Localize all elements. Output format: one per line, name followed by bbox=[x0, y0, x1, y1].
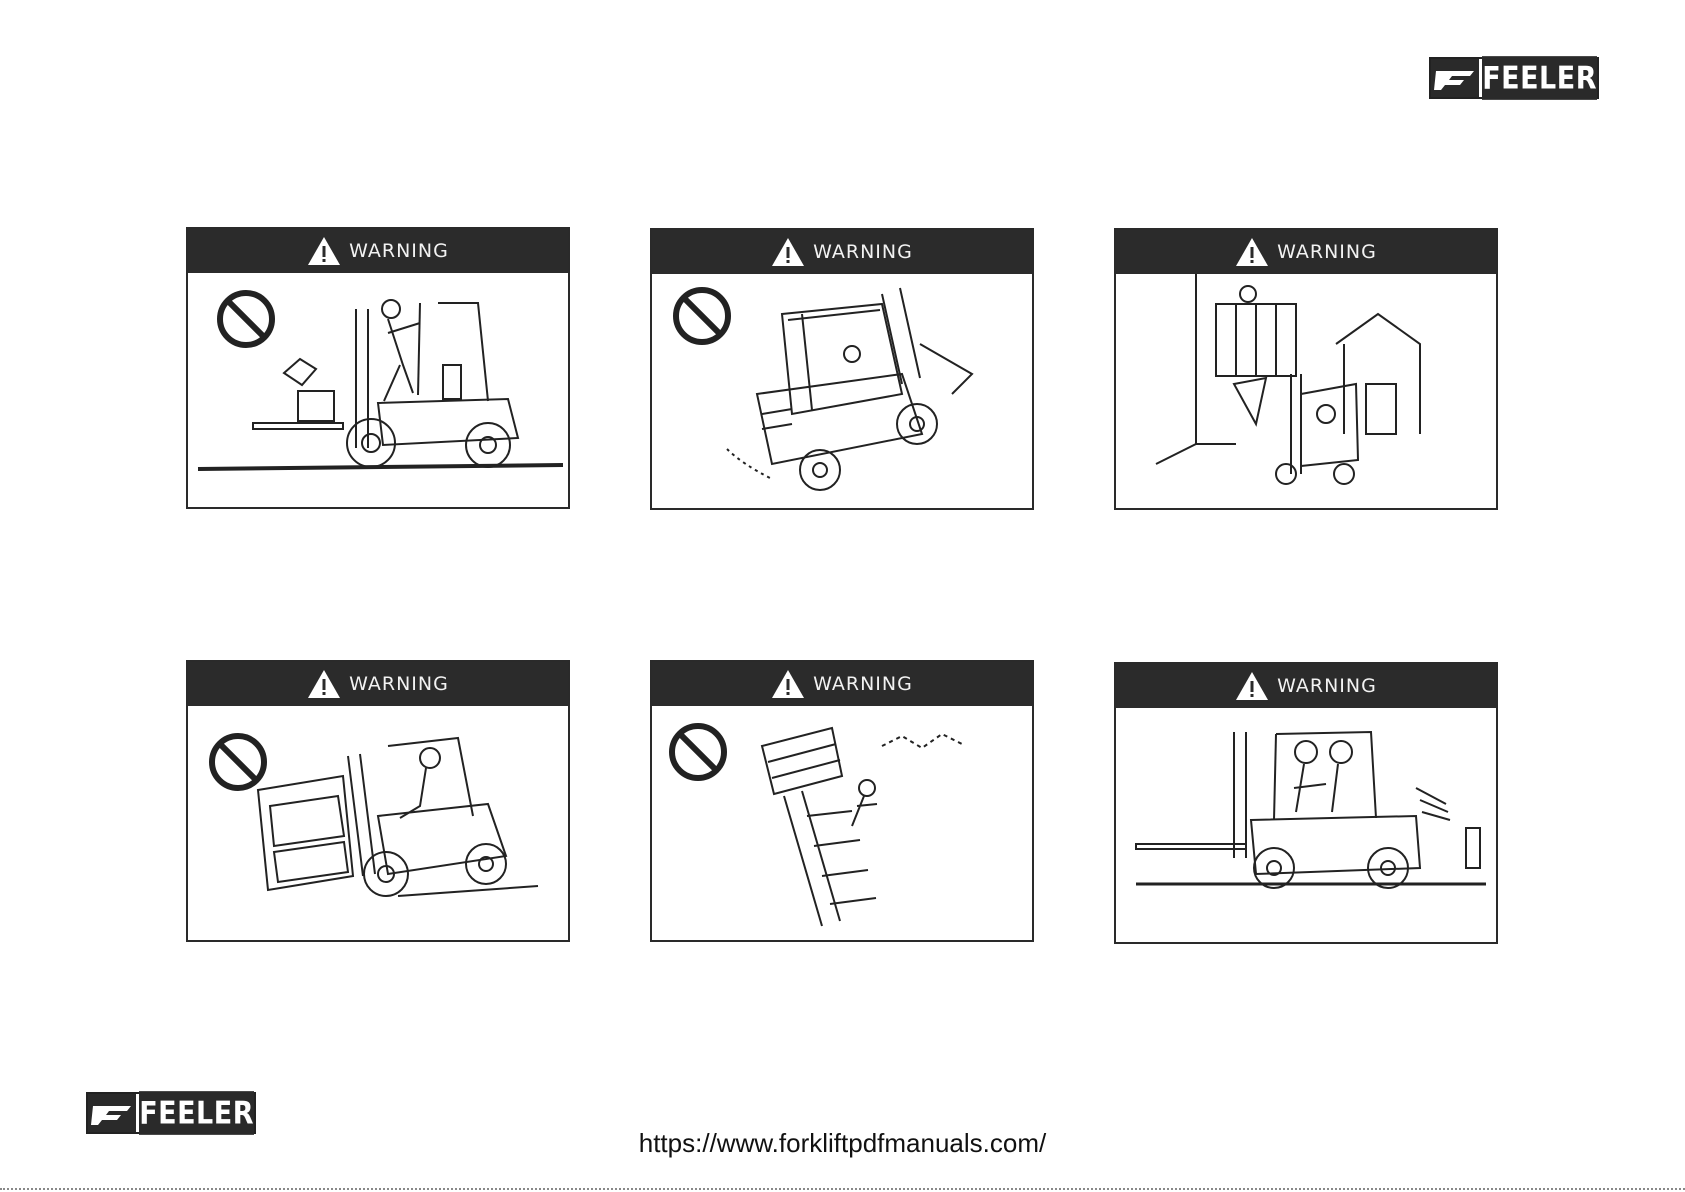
warning-panel-overload: WARNING bbox=[186, 660, 570, 942]
brand-mark-icon bbox=[88, 1094, 136, 1132]
prohibition-sign-icon bbox=[672, 726, 724, 778]
warning-triangle-icon bbox=[307, 669, 341, 699]
warning-label: WARNING bbox=[349, 673, 449, 695]
page-bottom-divider bbox=[0, 1188, 1685, 1190]
warning-label: WARNING bbox=[1277, 241, 1377, 263]
forklift-illustration bbox=[652, 706, 1032, 940]
warning-triangle-icon bbox=[307, 236, 341, 266]
forklift-illustration bbox=[1116, 708, 1496, 942]
warning-triangle-icon bbox=[771, 669, 805, 699]
warning-panel-tipping-mast: WARNING bbox=[650, 660, 1034, 942]
warning-header: WARNING bbox=[188, 662, 568, 706]
prohibition-sign-icon bbox=[676, 290, 728, 342]
warning-panel-no-riding-forks: WARNING bbox=[186, 227, 570, 509]
forklift-illustration bbox=[188, 706, 568, 940]
warning-header: WARNING bbox=[1116, 664, 1496, 708]
warning-header: WARNING bbox=[1116, 230, 1496, 274]
warning-label: WARNING bbox=[813, 673, 913, 695]
brand-mark-icon bbox=[1431, 59, 1479, 97]
warning-header: WARNING bbox=[188, 229, 568, 273]
warning-header: WARNING bbox=[652, 230, 1032, 274]
forklift-illustration bbox=[188, 273, 568, 507]
footer-url-link[interactable]: https://www.forkliftpdfmanuals.com/ bbox=[0, 1128, 1685, 1159]
warning-panel-lifting-person: WARNING bbox=[1114, 228, 1498, 510]
warning-label: WARNING bbox=[1277, 675, 1377, 697]
warning-triangle-icon bbox=[1235, 237, 1269, 267]
warning-triangle-icon bbox=[1235, 671, 1269, 701]
warning-triangle-icon bbox=[771, 237, 805, 267]
prohibition-sign-icon bbox=[212, 736, 264, 788]
warning-header: WARNING bbox=[652, 662, 1032, 706]
warning-panel-no-passengers: WARNING bbox=[1114, 662, 1498, 944]
brand-wordmark: FEELER bbox=[1482, 56, 1597, 100]
warning-panel-no-sharp-turn: WARNING bbox=[650, 228, 1034, 510]
brand-logo-top: FEELER bbox=[1429, 57, 1599, 99]
warning-label: WARNING bbox=[813, 241, 913, 263]
forklift-illustration bbox=[652, 274, 1032, 508]
warning-label: WARNING bbox=[349, 240, 449, 262]
prohibition-sign-icon bbox=[220, 293, 272, 345]
forklift-illustration bbox=[1116, 274, 1496, 508]
